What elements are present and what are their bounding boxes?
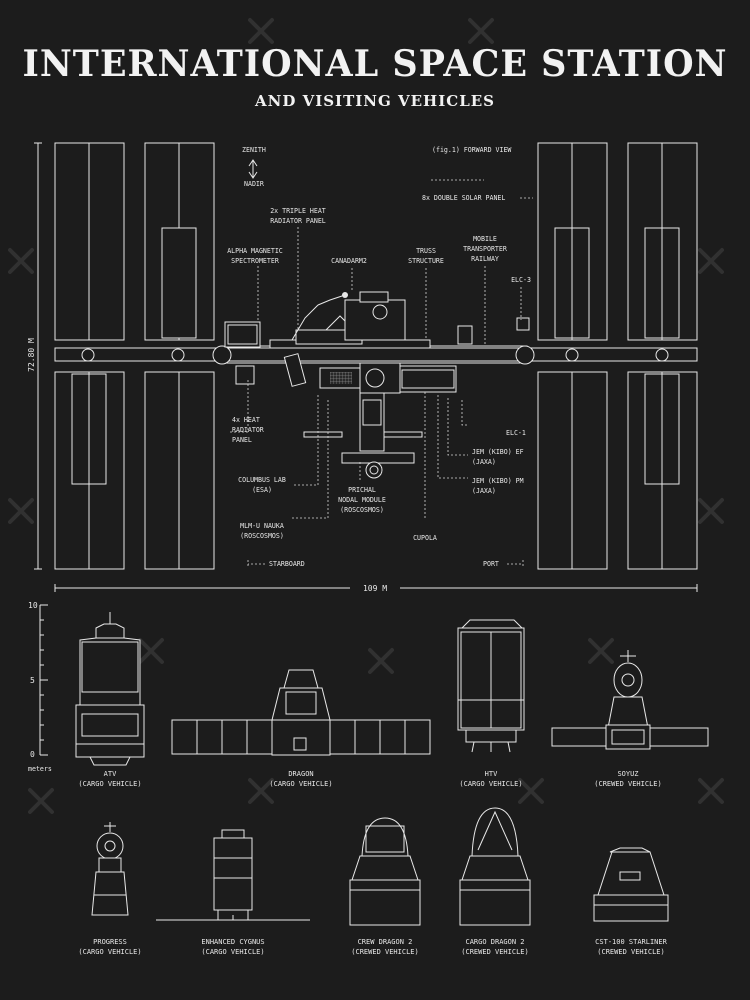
scale-tick-5: 5 bbox=[30, 676, 35, 685]
label-heat-radiator-2: RADIATOR bbox=[232, 426, 264, 434]
label-alpha-magnetic-2: SPECTROMETER bbox=[231, 257, 279, 265]
label-forward-view: (fig.1) FORWARD VIEW bbox=[432, 146, 511, 154]
label-mobile-transporter-2: TRANSPORTER bbox=[463, 245, 507, 253]
vehicle-atv-name: ATV bbox=[104, 770, 117, 778]
vehicle-enhanced-cygnus-name: ENHANCED CYGNUS bbox=[201, 938, 264, 946]
label-jem-pm-1: JEM (KIBO) PM bbox=[472, 477, 524, 485]
label-canadarm2: CANADARM2 bbox=[331, 257, 367, 265]
vehicle-enhanced-cygnus: ENHANCED CYGNUS (CARGO VEHICLE) bbox=[156, 829, 310, 956]
vehicle-atv: ATV (CARGO VEHICLE) bbox=[75, 612, 145, 788]
label-heat-radiator-1: 4x HEAT bbox=[232, 416, 260, 424]
width-dimension-label: 109 M bbox=[363, 584, 387, 593]
vehicle-cst-100-starliner: CST-100 STARLINER (CREWED VEHICLE) bbox=[593, 847, 669, 956]
leader-lines bbox=[228, 179, 533, 568]
vehicle-soyuz-name: SOYUZ bbox=[617, 770, 638, 778]
label-columbus-2: (ESA) bbox=[252, 486, 272, 494]
vehicle-htv: HTV (CARGO VEHICLE) bbox=[457, 619, 525, 788]
scale-bar: 10 5 0 meters bbox=[28, 601, 52, 773]
label-mlm-2: (ROSCOSMOS) bbox=[240, 532, 284, 540]
scale-tick-0: 0 bbox=[30, 750, 35, 759]
label-mobile-transporter-3: RAILWAY bbox=[471, 255, 499, 263]
label-jem-pm-2: (JAXA) bbox=[472, 487, 496, 495]
vehicle-dragon-name: DRAGON bbox=[288, 770, 313, 778]
label-port: PORT bbox=[483, 560, 499, 568]
vehicle-cargo-dragon-2: CARGO DRAGON 2 (CREWED VEHICLE) bbox=[459, 807, 531, 956]
vehicle-soyuz: SOYUZ (CREWED VEHICLE) bbox=[551, 650, 709, 788]
vehicle-atv-type: (CARGO VEHICLE) bbox=[78, 780, 141, 788]
label-triple-heat-radiator-2: RADIATOR PANEL bbox=[270, 217, 326, 225]
label-heat-radiator-3: PANEL bbox=[232, 436, 252, 444]
label-triple-heat-radiator-1: 2x TRIPLE HEAT bbox=[270, 207, 326, 215]
vehicle-dragon: DRAGON (CARGO VEHICLE) bbox=[171, 669, 431, 788]
iss-diagram: ZENITH NADIR (fig.1) FORWARD VIEW 8x DOU… bbox=[27, 142, 698, 593]
vehicle-progress-name: PROGRESS bbox=[93, 938, 127, 946]
scale-unit: meters bbox=[28, 765, 52, 773]
vehicle-crew-dragon-2: CREW DRAGON 2 (CREWED VEHICLE) bbox=[349, 817, 421, 956]
label-zenith: ZENITH bbox=[242, 146, 266, 154]
vehicle-progress-type: (CARGO VEHICLE) bbox=[78, 948, 141, 956]
label-alpha-magnetic-1: ALPHA MAGNETIC bbox=[227, 247, 283, 255]
poster-subtitle: AND VISITING VEHICLES bbox=[254, 92, 495, 110]
label-jem-ef-2: (JAXA) bbox=[472, 458, 496, 466]
height-dimension: 72.80 M bbox=[27, 142, 42, 570]
vehicle-cargo-dragon-2-name: CARGO DRAGON 2 bbox=[465, 938, 524, 946]
label-cupola: CUPOLA bbox=[413, 534, 437, 542]
vehicle-soyuz-type: (CREWED VEHICLE) bbox=[594, 780, 661, 788]
main-truss bbox=[54, 339, 698, 365]
vehicle-progress: PROGRESS (CARGO VEHICLE) bbox=[78, 822, 142, 956]
vehicle-cargo-dragon-2-type: (CREWED VEHICLE) bbox=[461, 948, 528, 956]
vehicle-crew-dragon-2-name: CREW DRAGON 2 bbox=[358, 938, 413, 946]
label-starboard: STARBOARD bbox=[269, 560, 305, 568]
label-truss-1: TRUSS bbox=[416, 247, 436, 255]
vehicle-dragon-type: (CARGO VEHICLE) bbox=[269, 780, 332, 788]
vehicle-cst-100-starliner-type: (CREWED VEHICLE) bbox=[597, 948, 664, 956]
vehicle-cst-100-starliner-name: CST-100 STARLINER bbox=[595, 938, 667, 946]
label-prichal-2: NODAL MODULE bbox=[338, 496, 386, 504]
label-nadir: NADIR bbox=[244, 180, 264, 188]
poster-title: INTERNATIONAL SPACE STATION bbox=[23, 43, 728, 85]
label-elc1: ELC-1 bbox=[506, 429, 526, 437]
label-elc3: ELC-3 bbox=[511, 276, 531, 284]
label-double-solar-panel: 8x DOUBLE SOLAR PANEL bbox=[422, 194, 505, 202]
label-jem-ef-1: JEM (KIBO) EF bbox=[472, 448, 524, 456]
orientation-marker bbox=[248, 159, 258, 179]
label-prichal-3: (ROSCOSMOS) bbox=[340, 506, 384, 514]
label-prichal-1: PRICHAL bbox=[348, 486, 376, 494]
label-columbus-1: COLUMBUS LAB bbox=[238, 476, 286, 484]
watermark-pattern bbox=[8, 18, 724, 814]
scale-tick-10: 10 bbox=[28, 601, 38, 610]
vehicle-enhanced-cygnus-type: (CARGO VEHICLE) bbox=[201, 948, 264, 956]
label-truss-2: STRUCTURE bbox=[408, 257, 444, 265]
width-dimension: 109 M bbox=[54, 584, 698, 593]
label-mlm-1: MLM-U NAUKA bbox=[240, 522, 284, 530]
station-modules bbox=[224, 291, 530, 479]
height-dimension-label: 72.80 M bbox=[27, 338, 36, 372]
solar-arrays bbox=[54, 142, 698, 570]
vehicle-crew-dragon-2-type: (CREWED VEHICLE) bbox=[351, 948, 418, 956]
vehicle-htv-name: HTV bbox=[485, 770, 498, 778]
vehicle-htv-type: (CARGO VEHICLE) bbox=[459, 780, 522, 788]
label-mobile-transporter-1: MOBILE bbox=[473, 235, 497, 243]
